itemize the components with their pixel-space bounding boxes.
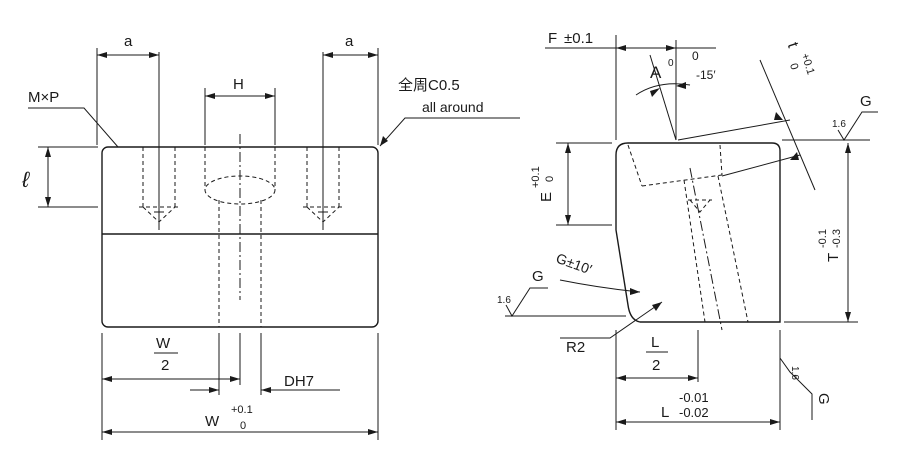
dim-t-tol-upper: +0.1: [799, 52, 817, 76]
dim-e-tol-upper: +0.1: [530, 166, 542, 188]
side-view: F ±0.1 A 0 0 -15′ t +0.1 0: [497, 30, 878, 430]
dim-a-right-label: a: [345, 33, 354, 50]
dim-t-height-tol-upper: -0.1: [817, 229, 829, 248]
dim-angle-g-label: G±10′: [554, 250, 594, 278]
dim-angle-a-label: A: [650, 63, 662, 82]
surface-mark-top-g: G: [860, 93, 872, 110]
dim-e-label: E: [538, 192, 555, 202]
dim-e: [556, 142, 612, 226]
dim-w: [102, 429, 378, 435]
dim-t-height-tol-lower: -0.3: [831, 229, 843, 248]
chamfer-note-en: all around: [422, 99, 484, 115]
dim-t-tol-lower: 0: [787, 62, 800, 72]
side-inclined-hole: [627, 144, 749, 331]
surface-mark-top: [782, 111, 878, 141]
dim-e-tol-lower: 0: [544, 176, 556, 182]
dim-l-half: [616, 351, 698, 381]
surface-mark-left-ra: 1.6: [497, 295, 511, 306]
surface-mark-right-g: G: [815, 393, 832, 405]
dim-w-tol-lower: 0: [240, 420, 246, 432]
dim-w-label: W: [205, 413, 220, 430]
left-tapped-hole: [139, 52, 179, 230]
dim-angle-a: [635, 54, 691, 141]
leader-m-x-p: [28, 107, 119, 148]
dim-angle-a-tol-upper: 0: [692, 49, 699, 63]
dim-t-height-label: T: [825, 253, 842, 262]
leader-chamfer: [379, 117, 520, 147]
dim-a-left: [96, 48, 159, 145]
dim-w-half-num: W: [156, 335, 171, 352]
leader-r2: [560, 301, 663, 339]
dim-t: [677, 59, 816, 191]
surface-mark-right-ra: 1.6: [789, 366, 800, 380]
dim-l-half-den: 2: [652, 357, 660, 374]
dim-l-tol-upper: -0.01: [679, 390, 709, 405]
dim-f: [545, 35, 716, 140]
dim-angle-a-tol-lower: -15′: [696, 68, 716, 82]
surface-mark-right: [779, 357, 813, 420]
surface-mark-left-g: G: [532, 268, 544, 285]
chamfer-note-cn: 全周C0.5: [398, 76, 460, 94]
dim-t-label: t: [784, 40, 802, 50]
dim-l: [616, 419, 780, 425]
dim-w-tol-upper: +0.1: [231, 404, 253, 416]
right-tapped-hole: [303, 52, 343, 230]
dim-dh7-label: DH7: [284, 373, 314, 390]
dim-a-left-label: a: [124, 33, 133, 50]
surface-mark-top-ra: 1.6: [832, 119, 846, 130]
dim-w-half-den: 2: [161, 357, 169, 374]
front-view: a a H M×P 全周C0.5 all around: [21, 33, 520, 440]
dim-f-label: F: [548, 30, 557, 47]
dim-angle-g: [559, 279, 641, 295]
dim-l-label: L: [661, 404, 669, 421]
dim-t-height: [784, 143, 858, 323]
dim-depth-l: [38, 146, 98, 208]
label-m-x-p: M×P: [28, 89, 59, 106]
dim-angle-a-deg: 0: [668, 58, 674, 69]
dim-w-half: [102, 352, 240, 382]
dim-a-right: [323, 48, 379, 145]
dim-l-tol-lower: -0.02: [679, 405, 709, 420]
dim-l-half-num: L: [651, 334, 659, 351]
dim-depth-l-label: ℓ: [21, 167, 30, 192]
dim-r2-label: R2: [566, 339, 585, 356]
dim-h-label: H: [233, 76, 244, 93]
dim-h: [204, 88, 276, 145]
dim-f-tol: ±0.1: [564, 30, 593, 47]
center-bore: [204, 134, 276, 327]
dim-dh7: [190, 387, 340, 393]
side-body-outline: [615, 142, 781, 323]
surface-mark-left: [505, 287, 626, 317]
